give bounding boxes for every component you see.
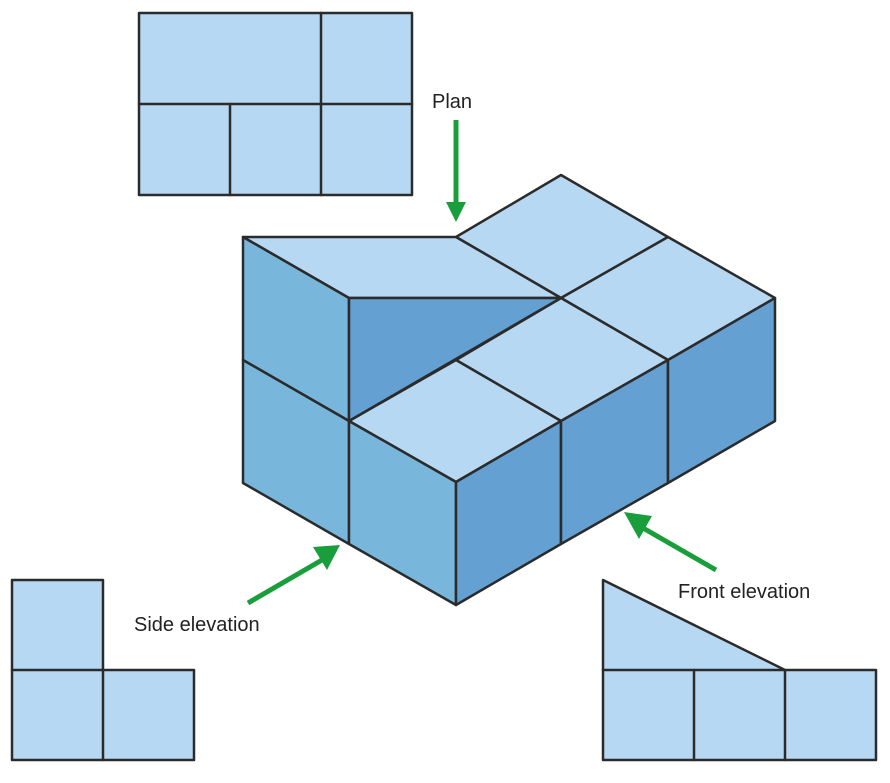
- side-elevation-view: [10, 578, 196, 762]
- plan-arrow: [446, 120, 466, 222]
- isometric-model: [241, 173, 777, 607]
- front-elevation-view: [601, 578, 878, 762]
- side-elevation-label: Side elevation: [134, 614, 260, 636]
- plan-label: Plan: [432, 91, 472, 113]
- front-elevation-arrow: [624, 512, 718, 573]
- right-face: [666, 296, 777, 485]
- side-elevation-arrow: [246, 545, 340, 606]
- sloped-right-face: [347, 296, 563, 423]
- front-elevation-label: Front elevation: [678, 581, 810, 603]
- plan-view: [137, 11, 414, 197]
